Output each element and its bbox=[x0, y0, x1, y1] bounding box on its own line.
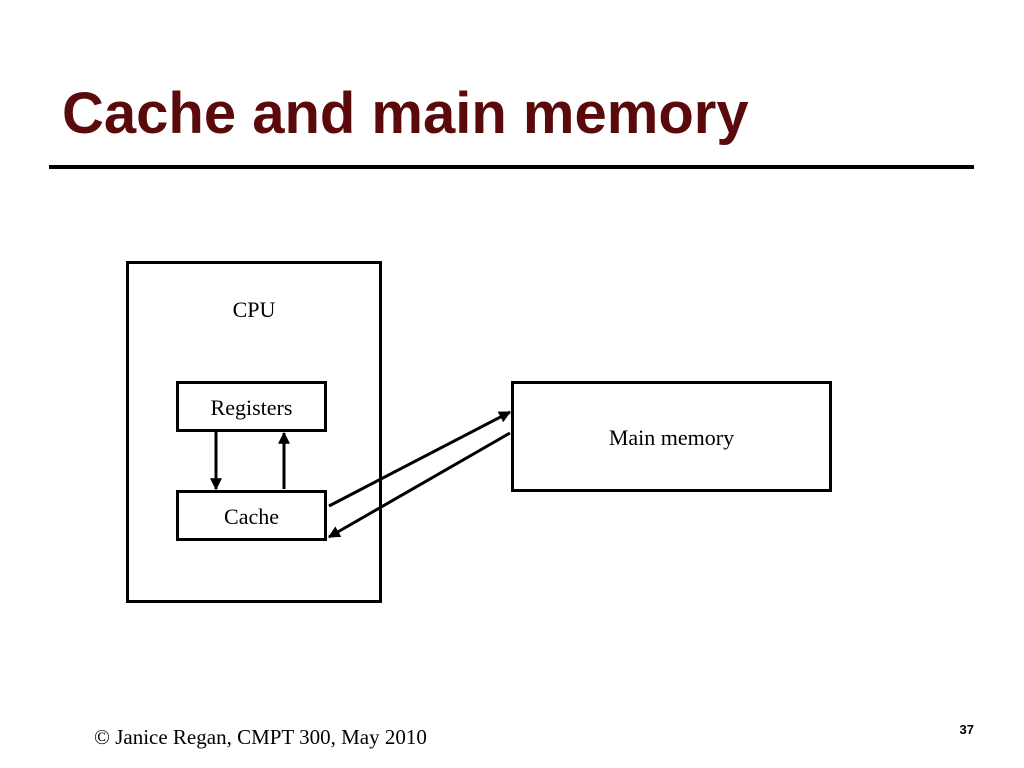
cache-box bbox=[176, 490, 327, 541]
slide-title: Cache and main memory bbox=[62, 81, 749, 146]
cache-label: Cache bbox=[224, 504, 279, 529]
slide-number: 37 bbox=[959, 722, 974, 737]
cpu-label: CPU bbox=[232, 297, 276, 322]
copyright-footer: © Janice Regan, CMPT 300, May 2010 bbox=[94, 725, 427, 749]
main-memory-box bbox=[511, 381, 832, 492]
registers-label: Registers bbox=[210, 395, 293, 420]
title-divider bbox=[49, 165, 974, 169]
registers-box bbox=[176, 381, 327, 432]
main-memory-label: Main memory bbox=[608, 425, 735, 450]
